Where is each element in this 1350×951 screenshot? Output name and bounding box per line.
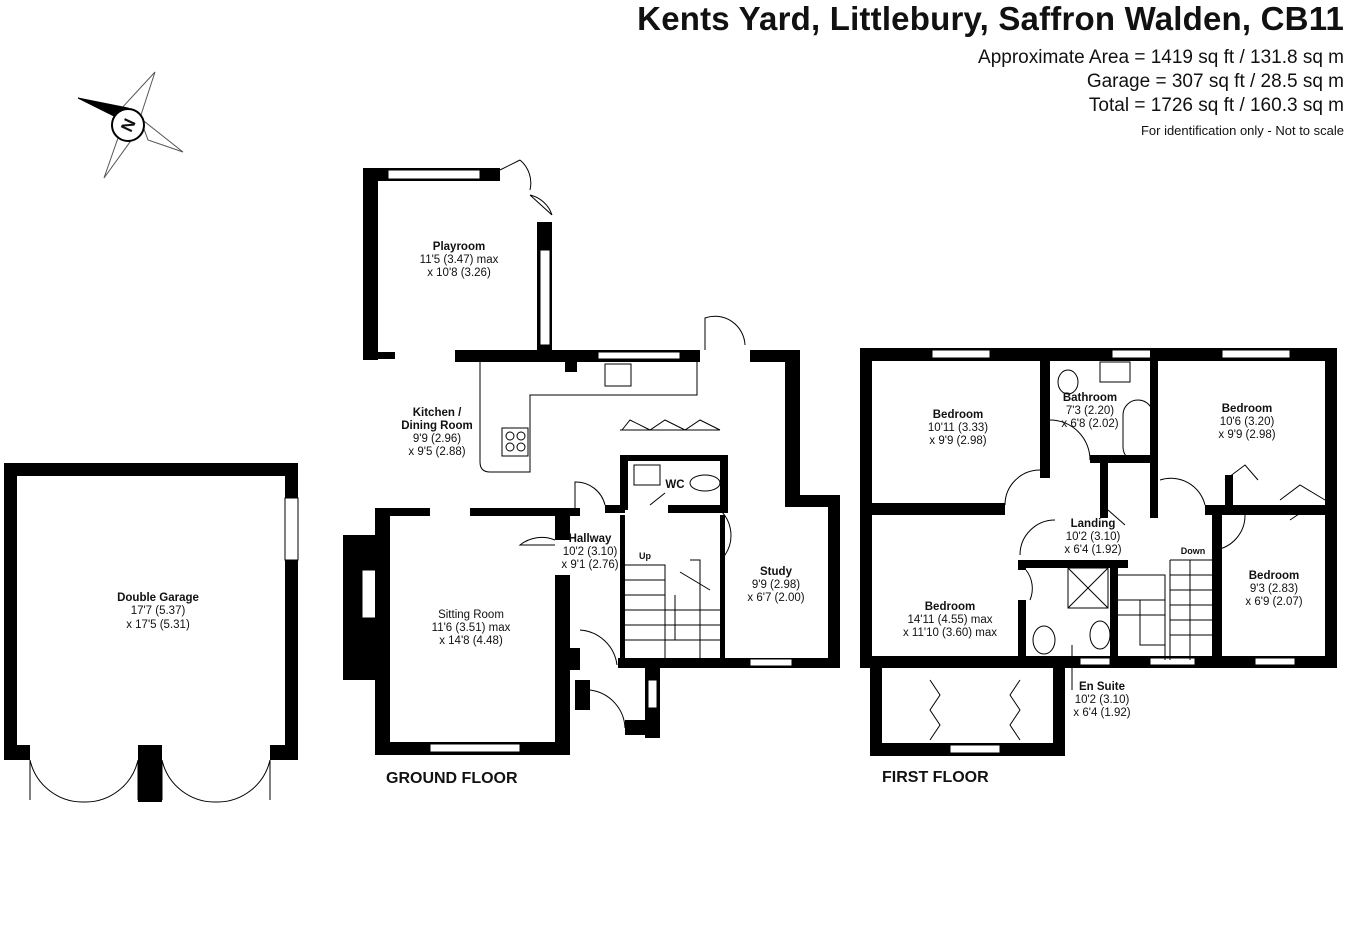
property-title: Kents Yard, Littlebury, Saffron Walden, …: [637, 0, 1344, 37]
svg-text:x 9'9 (2.98): x 9'9 (2.98): [1218, 429, 1275, 441]
svg-text:Up: Up: [639, 551, 651, 561]
garage-plan: [4, 463, 299, 803]
svg-text:10'2 (3.10): 10'2 (3.10): [563, 546, 618, 558]
garage-area: Garage = 307 sq ft / 28.5 sq m: [1086, 71, 1344, 92]
room-label-landing: Landing 10'2 (3.10) x 6'4 (1.92) Down: [1064, 518, 1205, 556]
room-label-kitchen: Kitchen / Dining Room 9'9 (2.96) x 9'5 (…: [401, 407, 473, 458]
svg-text:Double Garage: Double Garage: [117, 592, 199, 604]
room-label-bedroom-4: Bedroom 9'3 (2.83) x 6'9 (2.07): [1245, 570, 1302, 608]
svg-text:Hallway: Hallway: [569, 533, 612, 545]
first-floor-plan: [860, 348, 1337, 756]
approximate-area: Approximate Area = 1419 sq ft / 131.8 sq…: [978, 47, 1344, 68]
svg-text:x 14'8 (4.48): x 14'8 (4.48): [439, 635, 503, 647]
room-labels: Double Garage 17'7 (5.37) x 17'5 (5.31) …: [117, 241, 1303, 787]
ground-floor-plan: [343, 159, 840, 755]
svg-text:x 17'5 (5.31): x 17'5 (5.31): [126, 619, 190, 631]
svg-text:14'11 (4.55) max: 14'11 (4.55) max: [907, 614, 992, 626]
svg-text:11'6 (3.51) max: 11'6 (3.51) max: [432, 622, 511, 634]
svg-text:x 11'10 (3.60) max: x 11'10 (3.60) max: [903, 627, 997, 639]
room-label-en-suite: En Suite 10'2 (3.10) x 6'4 (1.92): [1073, 681, 1130, 719]
svg-text:x 9'9 (2.98): x 9'9 (2.98): [929, 435, 986, 447]
svg-text:9'9 (2.96): 9'9 (2.96): [413, 433, 461, 445]
svg-text:Dining Room: Dining Room: [401, 420, 473, 432]
svg-text:Bathroom: Bathroom: [1063, 392, 1117, 404]
svg-text:7'3 (2.20): 7'3 (2.20): [1066, 405, 1114, 417]
svg-text:Landing: Landing: [1071, 518, 1116, 530]
svg-text:9'9 (2.98): 9'9 (2.98): [752, 579, 800, 591]
svg-text:17'7 (5.37): 17'7 (5.37): [131, 605, 186, 617]
room-label-playroom: Playroom 11'5 (3.47) max x 10'8 (3.26): [420, 241, 499, 279]
room-label-bathroom: Bathroom 7'3 (2.20) x 6'8 (2.02): [1061, 392, 1118, 430]
svg-text:Bedroom: Bedroom: [933, 409, 983, 421]
svg-text:x 9'5 (2.88): x 9'5 (2.88): [408, 446, 465, 458]
room-label-sitting-room: Sitting Room 11'6 (3.51) max x 14'8 (4.4…: [432, 609, 511, 647]
svg-text:Study: Study: [760, 566, 793, 578]
svg-text:10'2 (3.10): 10'2 (3.10): [1075, 694, 1130, 706]
svg-text:x 6'8 (2.02): x 6'8 (2.02): [1061, 418, 1118, 430]
room-label-bedroom-1: Bedroom 10'11 (3.33) x 9'9 (2.98): [928, 409, 988, 447]
svg-text:Bedroom: Bedroom: [1222, 403, 1272, 415]
svg-text:x 9'1 (2.76): x 9'1 (2.76): [561, 559, 618, 571]
north-compass-icon: N: [77, 71, 184, 179]
svg-text:11'5 (3.47) max: 11'5 (3.47) max: [420, 254, 499, 266]
room-label-garage: Double Garage 17'7 (5.37) x 17'5 (5.31): [117, 592, 199, 631]
svg-text:10'6 (3.20): 10'6 (3.20): [1220, 416, 1275, 428]
total-area: Total = 1726 sq ft / 160.3 sq m: [1088, 95, 1344, 116]
svg-text:9'3 (2.83): 9'3 (2.83): [1250, 583, 1298, 595]
room-label-study: Study 9'9 (2.98) x 6'7 (2.00): [747, 566, 804, 604]
room-label-wc: WC: [665, 479, 684, 491]
svg-text:x 6'4 (1.92): x 6'4 (1.92): [1073, 707, 1130, 719]
room-label-bedroom-3: Bedroom 14'11 (4.55) max x 11'10 (3.60) …: [903, 601, 997, 639]
svg-text:En Suite: En Suite: [1079, 681, 1125, 693]
svg-text:x 10'8 (3.26): x 10'8 (3.26): [427, 267, 491, 279]
svg-text:x 6'4 (1.92): x 6'4 (1.92): [1064, 544, 1121, 556]
room-label-bedroom-2: Bedroom 10'6 (3.20) x 9'9 (2.98): [1218, 403, 1275, 441]
svg-text:Bedroom: Bedroom: [925, 601, 975, 613]
svg-text:10'11 (3.33): 10'11 (3.33): [928, 422, 988, 434]
svg-text:Playroom: Playroom: [433, 241, 485, 253]
svg-text:x 6'7 (2.00): x 6'7 (2.00): [747, 592, 804, 604]
svg-text:Sitting Room: Sitting Room: [438, 609, 504, 621]
svg-text:Bedroom: Bedroom: [1249, 570, 1299, 582]
first-floor-label: FIRST FLOOR: [882, 769, 989, 786]
ground-floor-label: GROUND FLOOR: [386, 770, 518, 787]
svg-text:Kitchen /: Kitchen /: [413, 407, 462, 419]
svg-text:10'2 (3.10): 10'2 (3.10): [1066, 531, 1121, 543]
room-label-hallway: Hallway 10'2 (3.10) x 9'1 (2.76) Up: [561, 533, 651, 571]
svg-text:Down: Down: [1181, 546, 1206, 556]
scale-note: For identification only - Not to scale: [1140, 123, 1344, 138]
svg-text:x 6'9 (2.07): x 6'9 (2.07): [1245, 596, 1302, 608]
